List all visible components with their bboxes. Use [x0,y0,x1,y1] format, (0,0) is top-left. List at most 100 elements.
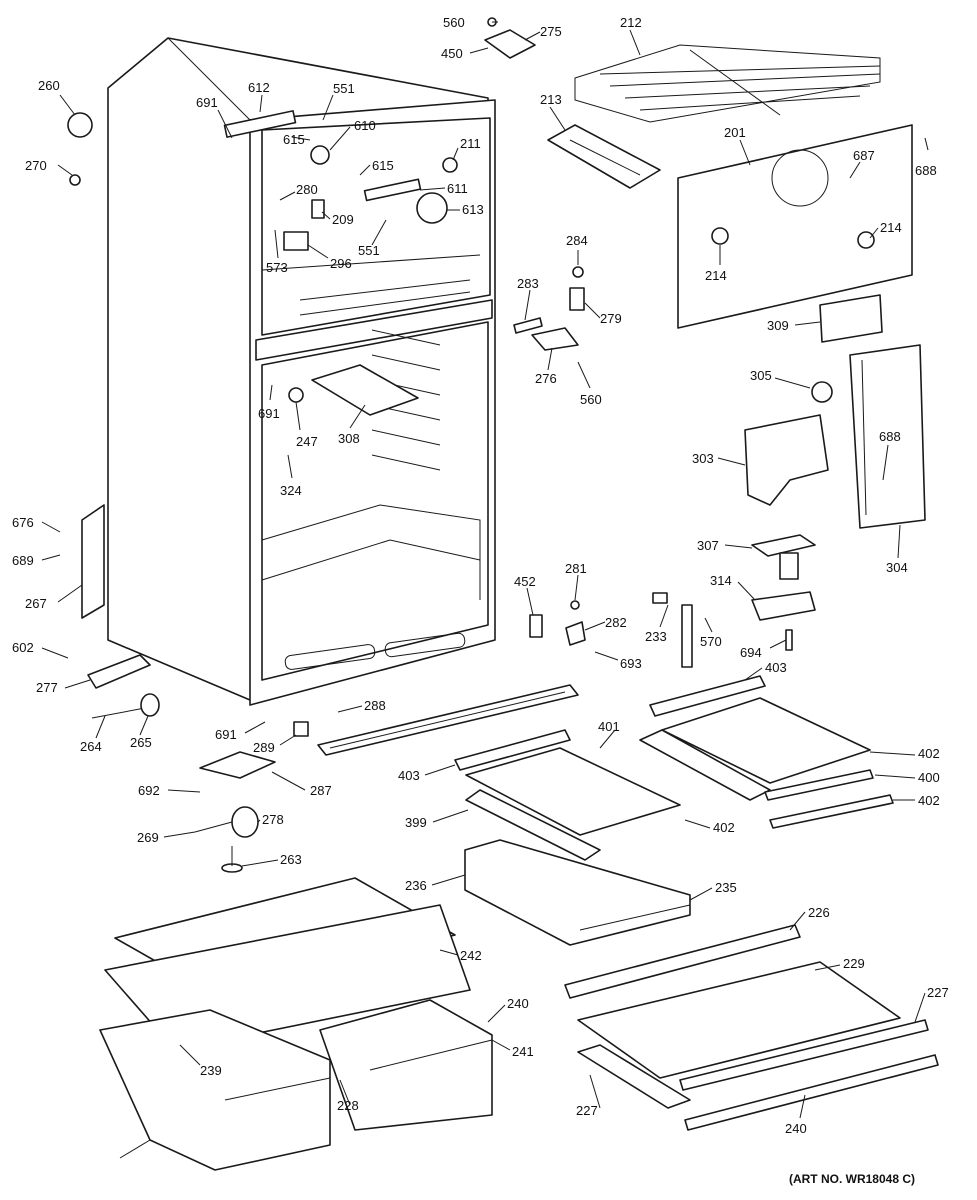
bracket-452 [529,614,543,638]
callout-labels: 560 275 450 212 260 691 612 551 610 615 … [12,15,949,1136]
callout-label: 303 [692,451,714,466]
callout-label: 452 [514,574,536,589]
ice-tray [547,124,661,189]
callout-label: 691 [196,95,218,110]
callout-label: 227 [576,1103,598,1118]
thermostat-610 [310,145,330,165]
callout-label: 691 [215,727,237,742]
callout-label: 612 [248,80,270,95]
callout-label: 308 [338,431,360,446]
callout-label: 551 [333,81,355,96]
crisper-drawer-left [99,1009,331,1171]
callout-label: 236 [405,878,427,893]
clip-233 [652,592,668,604]
callout-label: 214 [880,220,902,235]
clip-289 [293,721,309,737]
callout-label: 305 [750,368,772,383]
callout-label: 269 [137,830,159,845]
fan-613 [416,192,448,224]
callout-label: 213 [540,92,562,107]
valve-260 [67,112,93,138]
callout-label: 264 [80,739,102,754]
callout-label: 602 [12,640,34,655]
callout-label: 403 [765,660,787,675]
light-shield-308 [311,364,419,416]
shelf-frame-228 [577,1044,691,1109]
part-296 [283,231,309,251]
callout-label: 399 [405,815,427,830]
dispenser-housing [849,344,926,529]
callout-label: 400 [918,770,940,785]
trim-403-lower [454,729,571,771]
callout-label: 278 [262,812,284,827]
hinge-275 [484,29,536,59]
callout-label: 573 [266,260,288,275]
callout-label: 615 [283,132,305,147]
callout-label: 239 [200,1063,222,1078]
rear-panel [677,124,913,329]
bracket-283 [513,317,543,334]
callout-label: 304 [886,560,908,575]
drawer [464,839,691,946]
washer-281 [570,600,580,610]
callout-label: 402 [713,820,735,835]
callout-label: 560 [580,392,602,407]
callout-label: 211 [460,136,481,151]
caster [140,693,160,717]
bar-233 [681,604,693,668]
callout-label: 267 [25,596,47,611]
callout-label: 307 [697,538,719,553]
long-rail [564,924,801,999]
callout-label: 275 [540,24,562,39]
cabinet [107,37,496,706]
callout-label: 277 [36,680,58,695]
cup-314 [751,591,816,621]
part-209 [311,199,325,219]
bracket-276 [531,327,579,351]
callout-label: 212 [620,15,642,30]
callout-label: 693 [620,656,642,671]
callout-label: 241 [512,1044,534,1059]
callout-label: 309 [767,318,789,333]
callout-label: 240 [507,996,529,1011]
callout-label: 450 [441,46,463,61]
washer-284 [572,266,584,278]
callout-label: 287 [310,783,332,798]
bracket-611 [363,178,422,202]
callout-label: 289 [253,740,275,755]
shelf-400 [639,697,871,801]
crisper-drawer-right [319,999,493,1131]
callout-label: 242 [460,948,482,963]
callout-label: 226 [808,905,830,920]
shelf-399 [465,747,681,861]
callout-label: 613 [462,202,484,217]
callout-label: 235 [715,880,737,895]
callout-label: 401 [598,719,620,734]
leader-lines [41,21,929,1159]
nut-270 [69,174,81,186]
label-plate [819,294,883,343]
callout-label: 282 [605,615,627,630]
callout-label: 281 [565,561,587,576]
callout-label: 227 [927,985,949,1000]
callout-label: 551 [358,243,380,258]
callout-label: 214 [705,268,727,283]
callout-label: 314 [710,573,732,588]
callout-label: 201 [724,125,746,140]
control-knob [811,381,833,403]
callout-label: 324 [280,483,302,498]
callout-label: 687 [853,148,875,163]
part-279 [569,287,585,311]
callout-label: 240 [785,1121,807,1136]
callout-label: 233 [645,629,667,644]
callout-label: 403 [398,768,420,783]
trim-227-upper [679,1019,929,1091]
callout-label: 402 [918,793,940,808]
trim-403-upper [649,675,766,717]
callout-label: 689 [12,553,34,568]
callout-label: 279 [600,311,622,326]
callout-label: 402 [918,746,940,761]
shelf-229 [577,961,901,1079]
callout-label: 692 [138,783,160,798]
callout-label: 676 [12,515,34,530]
